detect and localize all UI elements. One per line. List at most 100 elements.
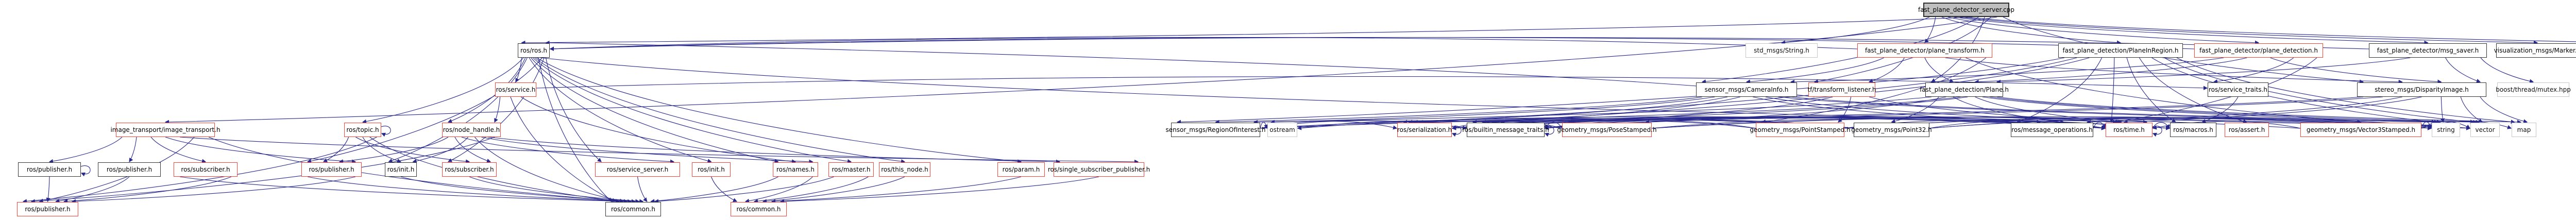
include-edge [2086,96,2402,124]
graph-node-plane_detection[interactable]: fast_plane_detector/plane_detection.h [2194,43,2323,58]
graph-node-mutex: boost/thread/mutex.hpp [2496,82,2571,97]
include-edge [323,137,349,162]
include-edge [71,176,356,204]
graph-node-this_node[interactable]: ros/this_node.h [879,162,930,177]
include-edge [1544,126,1554,137]
graph-node-assert[interactable]: ros/assert.h [2225,123,2269,137]
graph-node-tf_listener[interactable]: tf/transform_listener.h [1807,82,1876,97]
include-edge [48,137,123,164]
include-edge [1745,57,1884,84]
include-edge [1761,57,1987,124]
graph-node-plane_transform[interactable]: fast_plane_detector/plane_transform.h [1857,43,1992,58]
include-edge [1945,57,2403,84]
include-edge [1260,122,1268,129]
include-edge [338,137,449,164]
include-edge [2123,96,2422,124]
graph-node-string_h: std_msgs/String.h [1745,43,1818,58]
include-edge [474,137,624,203]
include-edge [1781,16,1930,45]
graph-node-ros_service[interactable]: ros/service.h [495,82,536,97]
graph-node-topic[interactable]: ros/topic.h [344,123,381,137]
graph-node-disparity[interactable]: stereo_msgs/DisparityImage.h [2357,82,2486,97]
graph-node-label: ros/init.h [698,166,725,173]
include-edge [1413,96,1961,124]
include-edge [1451,116,2301,130]
include-edge [520,96,796,164]
graph-node-map: map [2512,123,2536,137]
graph-node-builtin_traits[interactable]: ros/builtin_message_traits.h [1462,123,1549,137]
include-edge [545,41,1815,97]
include-edge [1253,96,1932,125]
include-edge [307,57,543,163]
graph-node-label: ros/common.h [611,206,655,213]
graph-node-label: ros/publisher.h [26,166,73,173]
graph-node-node_handle[interactable]: ros/node_handle.h [442,123,501,137]
graph-node-camera_info[interactable]: sensor_msgs/CameraInfo.h [1696,82,1797,97]
graph-node-names[interactable]: ros/names.h [773,162,818,177]
include-edge [744,176,813,203]
graph-node-common1[interactable]: ros/common.h [605,202,661,216]
include-edge [1418,96,2364,125]
graph-node-init2[interactable]: ros/init.h [692,162,731,177]
include-edge [771,176,1022,204]
graph-node-msg_saver[interactable]: fast_plane_detector/msg_saver.h [2369,43,2487,58]
include-edge [1996,96,2522,124]
graph-node-pub4[interactable]: ros/publisher.h [17,202,78,216]
graph-node-label: ros/single_subscriber_publisher.h [1047,166,1150,173]
include-edge [2480,96,2528,124]
include-edge [1790,57,2224,84]
graph-node-pub2[interactable]: ros/publisher.h [98,162,161,177]
include-edge [2421,121,2471,129]
graph-node-image_transport[interactable]: image_transport/image_transport.h [110,123,221,137]
graph-node-label: ros/serialization.h [1397,126,1452,133]
graph-node-label: std_msgs/String.h [1754,47,1809,54]
graph-node-point_stamped[interactable]: geometry_msgs/PointStamped.h [1750,123,1851,137]
include-edge [2093,122,2106,129]
graph-node-macros[interactable]: ros/macros.h [2170,123,2216,137]
graph-node-param[interactable]: ros/param.h [997,162,1045,177]
include-edge [80,165,91,177]
graph-node-sub1[interactable]: ros/subscriber.h [174,162,238,177]
graph-node-label: ros/service.h [496,86,536,93]
graph-node-common2[interactable]: ros/common.h [731,202,787,216]
graph-node-label: string [2437,126,2455,133]
include-edge [540,57,2148,124]
graph-node-message_operations[interactable]: ros/message_operations.h [2011,123,2093,137]
include-edge [650,176,778,204]
graph-node-label: ros/builtin_message_traits.h [1462,126,1549,133]
graph-node-label: stereo_msgs/DisparityImage.h [2375,86,2469,93]
graph-node-init1[interactable]: ros/init.h [385,162,417,177]
include-edge [369,137,620,204]
graph-node-pose_stamped[interactable]: geometry_msgs/PoseStamped.h [1557,123,1657,137]
graph-node-plane_h[interactable]: fast_plane_detection/Plane.h [1920,82,2009,97]
include-edge [179,176,632,204]
include-edge [538,57,612,202]
include-edge [1814,16,1991,83]
graph-node-vector3_stamped[interactable]: geometry_msgs/Vector3Stamped.h [2300,123,2421,137]
graph-node-roi[interactable]: sensor_msgs/RegionOfInterest.h [1165,123,1266,137]
include-edge [515,57,522,83]
graph-node-serialization[interactable]: ros/serialization.h [1397,123,1452,137]
graph-node-sub2[interactable]: ros/subscriber.h [442,162,497,177]
include-edge [2270,57,2442,84]
graph-node-service_traits[interactable]: ros/service_traits.h [2208,82,2268,97]
include-edge [1790,96,2478,125]
graph-node-plane_in_region[interactable]: fast_plane_detection/PlaneInRegion.h [2058,43,2183,58]
include-edge [510,96,616,202]
include-edge [1651,116,2471,130]
graph-node-pub3[interactable]: ros/publisher.h [301,162,362,177]
graph-node-label: visualization_msgs/Marker.h [2494,47,2576,54]
include-edge [447,57,526,123]
graph-node-pub1[interactable]: ros/publisher.h [18,162,81,177]
graph-node-point32[interactable]: geometry_msgs/Point32.h [1851,123,1932,137]
graph-node-label: ros/service_server.h [606,166,669,173]
graph-node-master[interactable]: ros/master.h [828,162,874,177]
graph-node-ssp[interactable]: ros/single_subscriber_publisher.h [1048,162,1150,177]
include-edge [447,57,545,162]
include-edge [461,137,675,164]
graph-node-service_server[interactable]: ros/service_server.h [595,162,680,177]
graph-node-ros_ros[interactable]: ros/ros.h [518,43,550,58]
graph-node-time[interactable]: ros/time.h [2106,123,2153,137]
graph-node-marker[interactable]: visualization_msgs/Marker.h [2494,43,2576,58]
